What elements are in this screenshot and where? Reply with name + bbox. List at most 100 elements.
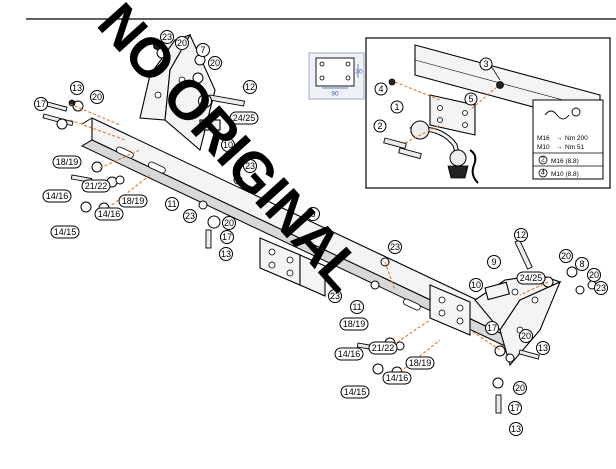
torque-row1-num: 2 [541,157,545,164]
callout-c21a: 21/22 [81,179,111,193]
callout-label: 20 [210,58,220,68]
callout-label: 17 [36,99,46,109]
callout-label: 14/16 [386,373,409,383]
dim-vertical-label: 30 [355,69,363,76]
callout-label: 12 [245,82,255,92]
callout-label: 24/25 [520,273,543,283]
callout-c9b: 9 [487,255,501,269]
callout-c18a: 18/19 [52,155,82,169]
callout-c11b: 11 [350,300,364,314]
callout-label: 13 [538,343,548,353]
callout-label: 18/19 [409,358,432,368]
callout-c17d: 17 [508,401,522,415]
callout-label: 7 [200,45,205,55]
callout-c9a: 9 [198,94,212,108]
callout-c14f: 14/15 [340,385,370,399]
callout-c13a: 13 [70,81,84,95]
torque-line1-value: Nm 200 [565,135,588,142]
callout-c14e: 14/16 [382,371,412,385]
callout-label: 17 [487,323,497,333]
callout-c24b: 24/25 [516,271,546,285]
torque-line1-bolt: M16 [537,135,550,142]
callout-label: 12 [516,230,526,240]
callout-c14c: 14/15 [50,225,80,239]
callout-label: 23 [245,161,255,171]
callout-label: 20 [224,218,234,228]
callout-c20b: 20 [208,56,222,70]
callout-label: 20 [521,331,531,341]
callout-label: 11 [167,199,176,209]
callout-label: 18/19 [122,196,145,206]
callout-label: 8 [579,259,584,269]
callout-label: 23 [330,291,340,301]
callout-c13d: 13 [509,422,523,436]
callout-c20c: 20 [90,90,104,104]
callout-label: 17 [222,232,232,242]
callout-c20f: 20 [587,268,601,282]
callout-label: 14/16 [338,349,361,359]
mini-detail: 90 30 [308,52,365,100]
callout-c18b: 18/19 [118,194,148,208]
torque-row2-spec: M10 (8.8) [551,171,579,178]
callout-c14a: 14/16 [94,207,124,221]
svg-text:→: → [556,144,563,151]
callout-c13c: 13 [536,341,550,355]
callout-c7: 7 [196,43,210,57]
svg-text:5: 5 [468,94,473,104]
callout-c13b: 13 [219,247,233,261]
svg-text:2: 2 [377,121,382,131]
callout-c20e: 20 [559,249,573,263]
torque-line2-value: Nm 51 [565,144,585,151]
callout-c23b: 23 [243,159,257,173]
callout-c17c: 17 [485,321,499,335]
callout-label: 13 [72,83,82,93]
callout-label: 11 [352,302,361,312]
inset-callout-5: 5 [464,92,478,106]
callout-c21b: 21/22 [368,341,398,355]
callout-c23a: 23 [160,30,174,44]
callout-c20a: 20 [175,36,189,50]
callout-c12a: 12 [243,80,257,94]
inset-detail-panel: 4 1 2 3 5 M16 → Nm 200 M10 → [365,37,611,189]
callout-c17b: 17 [220,230,234,244]
torque-legend: M16 → Nm 200 M10 → Nm 51 2 M16 (8.8) 4 M… [532,99,604,180]
callout-c23c: 23 [183,209,197,223]
callout-label: 14/15 [54,227,77,237]
torque-row1-spec: M16 (8.8) [551,158,579,165]
callout-c10a: 10 [221,138,235,152]
callout-label: 9 [491,257,496,267]
callout-c10b: 10 [469,278,483,292]
callout-c12b: 12 [514,228,528,242]
callout-label: 18/19 [343,319,366,329]
inset-callout-2: 2 [373,119,387,133]
callouts: 232072012924/25102313172018/1921/2218/19… [34,30,608,436]
torque-line2-bolt: M10 [537,144,550,151]
inset-callout-1: 1 [390,100,404,114]
callout-label: 23 [596,283,606,293]
callout-label: 14/16 [98,209,121,219]
callout-c20g: 20 [519,329,533,343]
callout-c18d: 18/19 [405,356,435,370]
callout-label: 20 [515,383,525,393]
callout-c24a: 24/25 [229,111,259,125]
inset-callout-4: 4 [374,82,388,96]
callout-label: 21/22 [85,181,108,191]
callout-c8: 8 [575,257,589,271]
callout-label: 20 [92,92,102,102]
callout-label: 20 [177,38,187,48]
inset-callout-3: 3 [479,57,501,81]
callout-c23e: 23 [594,281,608,295]
callout-c11a: 11 [165,197,179,211]
callout-c20d: 20 [222,216,236,230]
callout-c18c: 18/19 [339,317,369,331]
callout-label: 21/22 [372,343,395,353]
torque-row2-num: 4 [541,170,545,177]
callout-label: 23 [162,32,172,42]
callout-c23f: 23 [328,289,342,303]
dim-horizontal-label: 90 [331,91,339,98]
callout-c14b: 14/16 [42,189,72,203]
callout-c20h: 20 [513,381,527,395]
callout-label: 23 [185,211,195,221]
callout-label: 14/15 [344,387,367,397]
callout-label: 10 [471,280,481,290]
